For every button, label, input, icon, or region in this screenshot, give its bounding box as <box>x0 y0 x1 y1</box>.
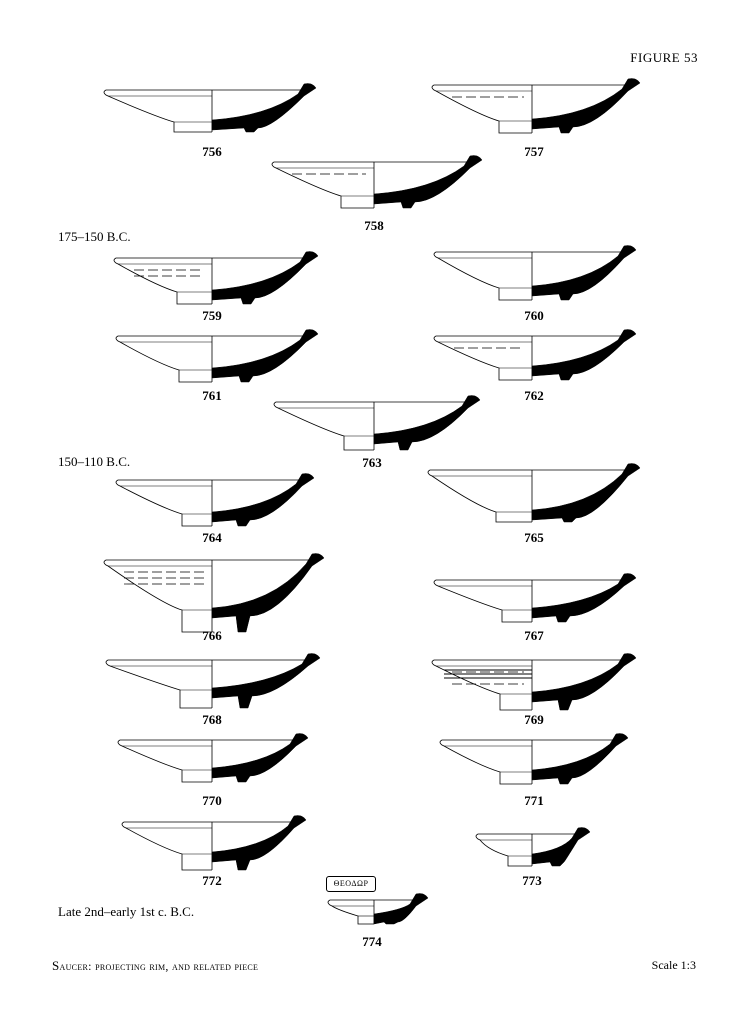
catalogue-number: 769 <box>524 712 544 727</box>
saucer-profile-drawing <box>431 653 637 711</box>
catalogue-number: 760 <box>524 308 544 323</box>
catalogue-number: 759 <box>202 308 222 323</box>
saucer-exterior-outline <box>271 161 374 209</box>
catalogue-number: 763 <box>362 455 382 470</box>
catalogue-number: 767 <box>524 628 544 643</box>
catalogue-number: 774 <box>362 934 382 949</box>
saucer-exterior-outline <box>431 84 532 134</box>
saucer-exterior-outline <box>103 89 212 133</box>
saucer-exterior-outline <box>113 257 212 305</box>
saucer-exterior-outline <box>433 251 532 301</box>
saucer-section-solid <box>531 463 641 523</box>
saucer-profile-drawing <box>327 893 429 925</box>
saucer-exterior-outline <box>121 821 212 871</box>
saucer-section-solid <box>211 653 321 709</box>
saucer-section-solid <box>211 733 309 783</box>
saucer-profile-drawing <box>113 251 319 305</box>
catalogue-number: 764 <box>202 530 222 545</box>
section-heading-175-150: 175–150 B.C. <box>58 229 131 244</box>
catalogue-number: 768 <box>202 712 222 727</box>
saucer-profile-drawing <box>115 329 319 383</box>
saucer-profile-drawing <box>433 329 637 381</box>
saucer-section-solid <box>211 329 319 383</box>
saucer-section-solid <box>531 733 629 785</box>
saucer-section-solid <box>531 573 637 623</box>
saucer-profile-drawing <box>431 78 641 134</box>
saucer-section-solid <box>373 893 429 925</box>
catalogue-number: 771 <box>524 793 544 808</box>
catalogue-number: 757 <box>524 144 544 159</box>
catalogue-number: 765 <box>524 530 544 545</box>
saucer-profile-drawing <box>115 473 315 527</box>
saucer-section-solid <box>531 653 637 711</box>
saucer-exterior-outline <box>115 335 212 383</box>
catalogue-number: 772 <box>202 873 222 888</box>
saucer-section-solid <box>531 245 637 301</box>
saucer-exterior-outline <box>115 479 212 527</box>
saucer-section-solid <box>211 473 315 527</box>
catalogue-number: 770 <box>202 793 222 808</box>
figure-caption: Saucer: projecting rim, and related piec… <box>52 958 258 974</box>
saucer-profile-drawing <box>271 155 483 209</box>
saucer-exterior-outline <box>327 899 374 925</box>
figure-title: FIGURE 53 <box>630 50 698 65</box>
saucer-section-solid <box>211 251 319 305</box>
saucer-exterior-outline <box>475 833 532 867</box>
saucer-exterior-outline <box>427 469 532 523</box>
scale-note: Scale 1:3 <box>651 958 696 972</box>
catalogue-number: 766 <box>202 628 222 643</box>
saucer-profile-drawing <box>273 395 481 451</box>
saucer-profile-drawing <box>433 573 637 623</box>
saucer-exterior-outline <box>431 659 532 711</box>
section-heading-150-110: 150–110 B.C. <box>58 454 131 469</box>
saucer-section-solid <box>373 395 481 451</box>
caption-initial: S <box>52 958 60 973</box>
saucer-section-solid <box>373 155 483 209</box>
saucer-exterior-outline <box>439 739 532 785</box>
saucer-section-solid <box>531 827 591 867</box>
catalogue-number: 756 <box>202 144 222 159</box>
section-heading-late-2nd: Late 2nd–early 1st c. B.C. <box>58 904 195 919</box>
saucer-profile-drawing <box>117 733 309 783</box>
saucer-section-solid <box>531 78 641 134</box>
saucer-section-solid <box>211 553 325 633</box>
saucer-profile-drawing <box>103 83 317 133</box>
saucer-section-solid <box>211 815 307 871</box>
catalogue-number: 761 <box>202 388 222 403</box>
saucer-profile-drawing <box>433 245 637 301</box>
saucer-profile-drawing <box>121 815 307 871</box>
saucer-exterior-outline <box>105 659 212 709</box>
catalogue-number: 758 <box>364 218 384 233</box>
saucer-section-solid <box>211 83 317 133</box>
stamp-impression: ΘΕΟΔΩΡ <box>326 876 376 892</box>
saucer-profile-drawing <box>105 653 321 709</box>
saucer-profile-drawing <box>427 463 641 523</box>
saucer-profile-drawing <box>103 553 325 633</box>
saucer-exterior-outline <box>103 559 212 633</box>
saucer-section-solid <box>531 329 637 381</box>
saucer-profile-drawing <box>439 733 629 785</box>
saucer-profile-drawing <box>475 827 591 867</box>
catalogue-number: 773 <box>522 873 542 888</box>
caption-text: aucer: projecting rim, and related piece <box>59 959 259 973</box>
catalogue-number: 762 <box>524 388 544 403</box>
saucer-exterior-outline <box>273 401 374 451</box>
saucer-exterior-outline <box>433 335 532 381</box>
